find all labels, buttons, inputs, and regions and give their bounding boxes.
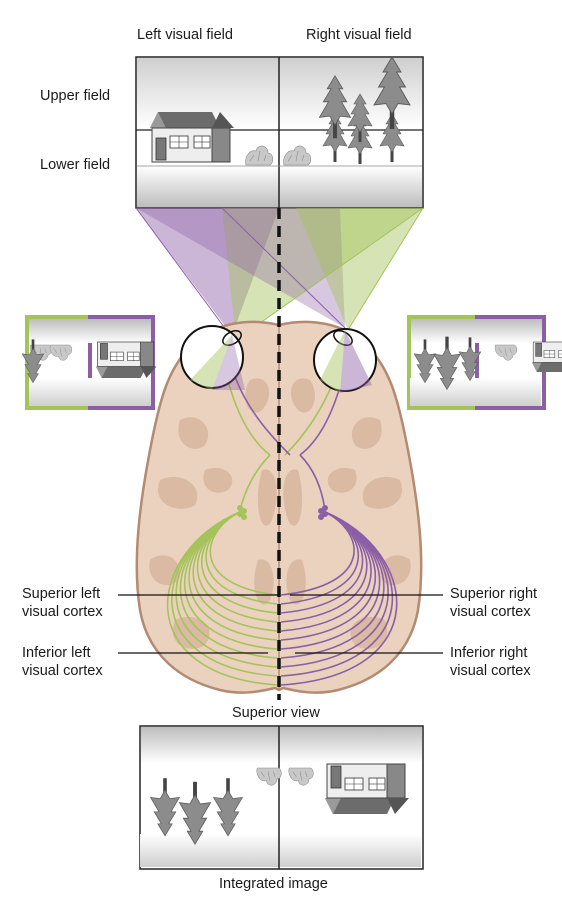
lgn-nucleus-dot xyxy=(237,504,244,511)
left-optic-radiation xyxy=(166,504,278,686)
integrated-image-label: Integrated image xyxy=(219,876,328,892)
lgn-nucleus-dot xyxy=(317,513,324,520)
right-optic-radiation xyxy=(280,504,398,686)
inferior-left-label-line2: visual cortex xyxy=(22,663,103,679)
left-eye xyxy=(180,325,245,390)
light-cones xyxy=(135,207,424,341)
superior-left-label-line2: visual cortex xyxy=(22,604,103,620)
lgn-nucleus-dot xyxy=(317,507,324,514)
visual-field-panel xyxy=(135,56,424,209)
callout-lines xyxy=(118,594,443,654)
superior-view-label: Superior view xyxy=(232,705,320,721)
left-visual-field-header: Left visual field xyxy=(137,27,233,43)
left-radiation-fiber xyxy=(166,511,278,686)
superior-left-label-line1: Superior left xyxy=(22,586,101,602)
right-radiation-fiber xyxy=(280,511,398,686)
lgn-nucleus-dot xyxy=(237,510,244,517)
left-retina-image xyxy=(21,315,157,410)
lgn-nucleus-dot xyxy=(321,504,328,511)
superior-right-label-line1: Superior right xyxy=(450,586,538,602)
inferior-left-label-line1: Inferior left xyxy=(22,645,91,661)
superior-right-label-line2: visual cortex xyxy=(450,604,531,620)
lgn-nucleus-dot xyxy=(241,507,248,514)
lgn-nucleus-dot xyxy=(321,510,328,517)
upper-field-label: Upper field xyxy=(40,88,111,104)
right-eye xyxy=(313,328,377,393)
right-retina-image xyxy=(407,315,562,410)
lower-field-label: Lower field xyxy=(40,157,111,173)
integrated-image-panel xyxy=(139,725,424,870)
inferior-right-label-line1: Inferior right xyxy=(450,645,528,661)
right-visual-field-header: Right visual field xyxy=(306,27,412,43)
lgn-nucleus-dot xyxy=(241,513,248,520)
inferior-right-label-line2: visual cortex xyxy=(450,663,531,679)
